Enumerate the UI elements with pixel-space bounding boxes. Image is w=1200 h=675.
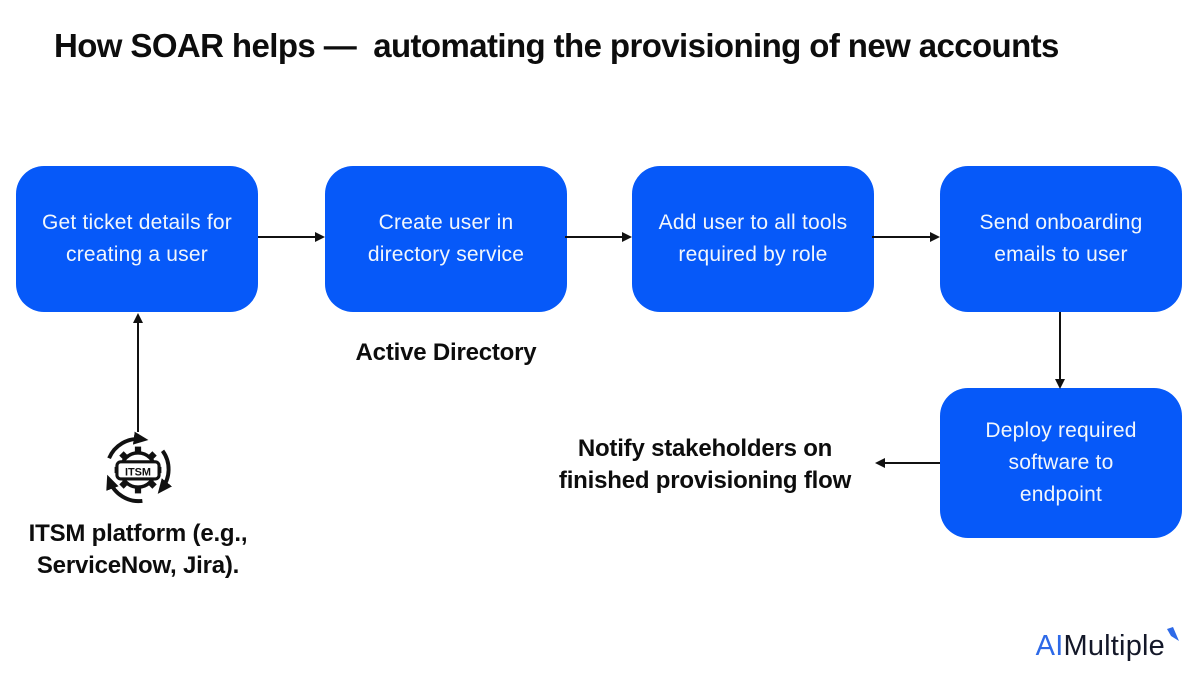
notify-stakeholders-label: Notify stakeholders on finished provisio… bbox=[558, 435, 852, 494]
flow-box-get-ticket-details: Get ticket details for creating a user bbox=[16, 166, 258, 312]
arrow-box1-to-box2 bbox=[258, 232, 325, 242]
logo-text-multiple: Multiple bbox=[1063, 630, 1165, 662]
arrow-box5-to-notify bbox=[875, 458, 940, 468]
flow-box-label: Deploy required software to endpoint bbox=[985, 419, 1137, 506]
itsm-icon-text: ITSM bbox=[125, 466, 151, 478]
logo-text-ai: AI bbox=[1035, 630, 1064, 662]
arrow-box2-to-box3 bbox=[565, 232, 632, 242]
itsm-platform-caption: ITSM platform (e.g., ServiceNow, Jira). bbox=[28, 520, 248, 579]
flow-box-label: Get ticket details for creating a user bbox=[42, 211, 232, 266]
flow-box-label: Send onboarding emails to user bbox=[979, 211, 1143, 266]
arrow-itsm-to-box1 bbox=[133, 313, 143, 432]
flow-box-create-user: Create user in directory service bbox=[325, 166, 567, 312]
flow-box-send-onboarding-emails: Send onboarding emails to user bbox=[940, 166, 1182, 312]
arrow-box4-to-box5 bbox=[1055, 312, 1065, 389]
flow-box-add-user-to-tools: Add user to all tools required by role bbox=[632, 166, 874, 312]
active-directory-label: Active Directory bbox=[355, 339, 537, 366]
arrow-box3-to-box4 bbox=[872, 232, 940, 242]
flow-box-label: Create user in directory service bbox=[367, 211, 525, 266]
flow-box-label: Add user to all tools required by role bbox=[658, 211, 848, 266]
itsm-cycle-icon: ITSM bbox=[106, 431, 173, 504]
page-title: How SOAR helps — automating the provisio… bbox=[54, 27, 1059, 64]
flow-box-deploy-software: Deploy required software to endpoint bbox=[940, 388, 1182, 538]
logo-bolt-icon bbox=[1167, 627, 1179, 641]
